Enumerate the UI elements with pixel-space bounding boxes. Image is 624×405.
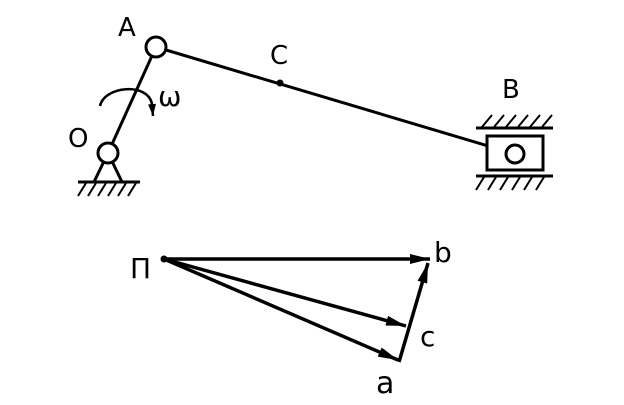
vector-pole-to-a [163, 257, 399, 362]
velocity-plan [160, 254, 430, 363]
mechanism [77, 35, 553, 197]
slider-guide-bottom [475, 174, 553, 191]
joint-o [96, 141, 120, 165]
label-point-c: c [420, 320, 435, 353]
vector-a-to-b [397, 262, 430, 363]
label-o: O [68, 124, 88, 154]
label-c: C [270, 41, 288, 71]
label-a: A [118, 13, 136, 43]
label-point-b: b [434, 236, 452, 269]
angular-velocity-arrow [98, 88, 156, 117]
slider-guide-top [476, 114, 553, 130]
ground-support-o [77, 149, 140, 197]
joint-a [144, 35, 168, 59]
joint-b [504, 143, 526, 165]
label-pole: П [130, 252, 151, 285]
label-point-a: a [376, 366, 394, 401]
label-omega: ω [158, 80, 181, 113]
crank-oa [106, 46, 158, 154]
point-c-dot [276, 79, 284, 87]
label-b: B [502, 75, 520, 105]
vector-pole-to-c [163, 257, 407, 328]
connecting-rod-ab [155, 45, 516, 156]
